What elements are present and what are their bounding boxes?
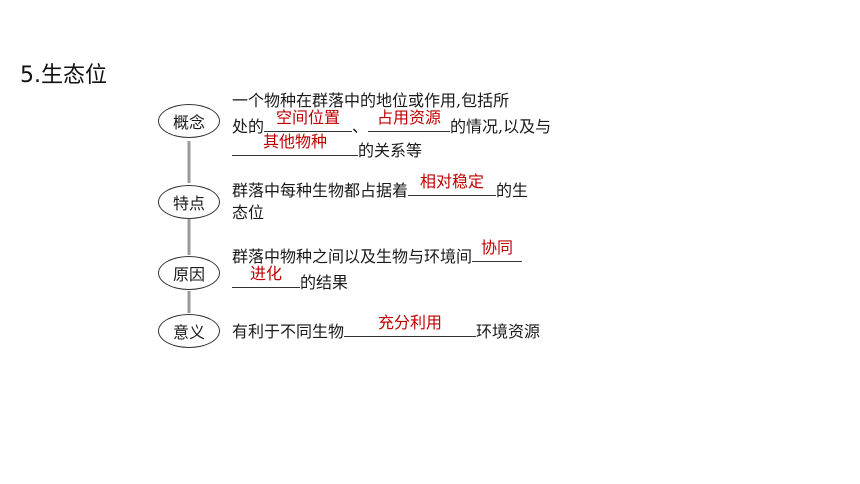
cause-label: 原因 [172,265,205,284]
cause-blank-2: 进化 [232,264,300,288]
feature-line-1: 群落中每种生物都占据着相对稳定的生 [232,172,529,203]
feature-text-b: 的生 [496,181,529,200]
feature-text-a: 群落中每种生物都占据着 [232,181,409,200]
meaning-oval: 意义 [158,314,220,348]
meaning-text-a: 有利于不同生物 [232,322,345,341]
answer-resource-use: 占用资源 [377,108,442,127]
answer-co: 协同 [481,238,514,257]
answer-spatial-position: 空间位置 [276,108,341,127]
concept-blank-2: 占用资源 [368,108,451,132]
feature-line-2: 态位 [232,203,265,222]
concept-separator: 、 [352,117,369,136]
answer-full-use: 充分利用 [378,313,443,332]
concept-blank-3: 其他物种 [232,132,358,156]
section-title: 5.生态位 [20,63,107,88]
concept-text-b: 的情况,以及与 [450,117,552,136]
cause-oval: 原因 [158,256,220,290]
concept-line-2: 处的空间位置、占用资源的情况,以及与 [232,108,552,139]
concept-text-c: 的关系等 [358,141,423,160]
feature-blank: 相对稳定 [408,172,497,196]
concept-text-a: 处的 [232,117,265,136]
concept-oval: 概念 [158,104,220,138]
meaning-blank: 充分利用 [344,313,477,337]
concept-line-3: 其他物种 的关系等 [232,132,423,163]
feature-label: 特点 [172,194,205,213]
meaning-line-1: 有利于不同生物 充分利用 环境资源 [232,313,541,344]
cause-blank-1: 协同 [472,238,523,262]
cause-line-2: 进化的结果 [232,264,349,295]
feature-oval: 特点 [158,185,220,219]
answer-other-species: 其他物种 [262,132,327,151]
answer-evolution: 进化 [249,264,282,283]
cause-text-b: 的结果 [300,273,349,292]
concept-label: 概念 [172,113,205,132]
meaning-text-b: 环境资源 [476,322,541,341]
cause-line-1: 群落中物种之间以及生物与环境间协同 [232,238,523,269]
concept-blank-1: 空间位置 [264,108,353,132]
meaning-label: 意义 [172,323,205,342]
answer-relatively-stable: 相对稳定 [420,172,485,191]
concept-line-1: 一个物种在群落中的地位或作用,包括所 [232,91,510,110]
cause-text-a: 群落中物种之间以及生物与环境间 [232,247,473,266]
